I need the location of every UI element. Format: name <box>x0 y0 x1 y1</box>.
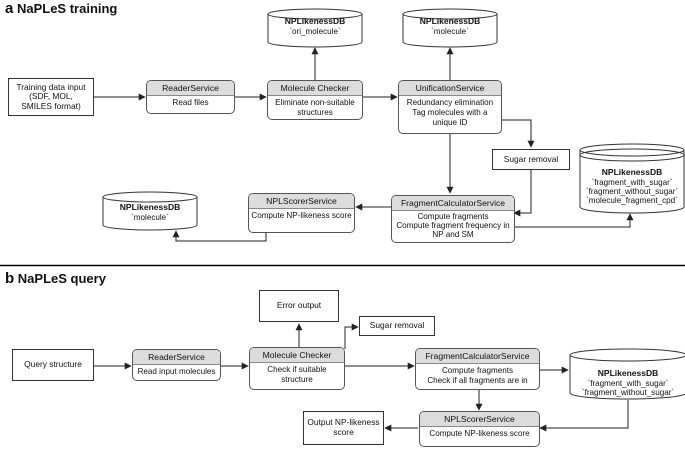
query-fragment-calculator-service: FragmentCalculatorService Compute fragme… <box>415 348 540 390</box>
training-reader-service: ReaderService Read files <box>146 80 235 114</box>
db-ori-table: `ori_molecule` <box>289 26 341 36</box>
query-sugar-removal-box: Sugar removal <box>359 316 435 336</box>
training-reader-header: ReaderService <box>147 81 234 96</box>
query-reader-service: ReaderService Read input molecules <box>132 349 221 381</box>
training-fragment-body: Compute fragments Compute fragment frequ… <box>392 211 514 240</box>
training-fragment-header: FragmentCalculatorService <box>392 196 514 211</box>
training-unification-service: UnificationService Redundancy eliminatio… <box>398 80 502 134</box>
query-checker-body-line-2: structure <box>281 374 313 384</box>
training-checker-header: Molecule Checker <box>268 81 362 96</box>
db-out-cylinder-body <box>102 197 198 231</box>
training-fragment-body-line-3: NP and SM <box>432 229 474 239</box>
query-title-text: NaPLeS query <box>17 271 106 286</box>
query-fragment-body: Compute fragments Check if all fragments… <box>416 364 539 386</box>
training-unification-header: UnificationService <box>399 81 501 96</box>
db-query-name: NPLikenessDB <box>597 368 659 378</box>
db-out-cylinder-top <box>102 191 198 203</box>
training-sugar-removal-label: Sugar removal <box>503 153 559 164</box>
training-scorer-header: NPLScorerService <box>249 194 354 209</box>
training-molecule-checker: Molecule Checker Eliminate non-suitable … <box>267 80 363 120</box>
db-frag-cylinder-body <box>579 150 685 214</box>
db-frag-table-1: `fragment_with_sugar` <box>591 177 673 187</box>
query-error-output-label: Error output <box>276 300 322 311</box>
db-frag-table-3: `molecule_fragment_cpd` <box>586 195 678 205</box>
db-mol-cylinder-body <box>402 14 498 48</box>
training-checker-body-line-1: Eliminate non-suitable <box>275 98 355 107</box>
query-checker-body-line-1: Check if suitable <box>267 365 327 374</box>
training-checker-body-line-2: structures <box>297 107 333 117</box>
query-fragment-body-line-1: Compute fragments <box>441 366 514 375</box>
db-ori-cylinder-body <box>267 14 363 48</box>
query-sugar-removal-label: Sugar removal <box>369 320 425 331</box>
db-query-fragments: NPLikenessDB `fragment_with_sugar` `frag… <box>570 368 685 397</box>
db-query-table-2: `fragment_without_sugar` <box>581 387 675 397</box>
query-title: b NaPLeS query <box>5 270 106 287</box>
training-unification-body-line-2: Tag molecules with a <box>412 107 488 117</box>
query-reader-body: Read input molecules <box>137 367 216 376</box>
db-query-cylinder-top <box>569 348 685 362</box>
db-mol-cylinder-top <box>402 8 498 20</box>
db-frag-table-2: `fragment_without_sugar` <box>585 186 679 196</box>
training-fragment-body-line-2: Compute fragment frequency in <box>396 220 510 230</box>
training-scorer-body: Compute NP-likeness score <box>251 211 352 220</box>
db-query-cylinder-body <box>569 355 685 400</box>
training-title: a NaPLeS training <box>5 0 117 17</box>
db-out-table: `molecule` <box>131 212 169 222</box>
training-unification-body: Redundancy elimination Tag molecules wit… <box>399 96 501 128</box>
db-ori-cylinder-top <box>267 8 363 20</box>
query-molecule-checker: Molecule Checker Check if suitable struc… <box>249 347 345 390</box>
db-frag-name: NPLikenessDB <box>601 167 663 177</box>
training-input-line-1: Training data input <box>16 81 86 92</box>
db-ori-molecule: NPLikenessDB `ori_molecule` <box>268 16 362 36</box>
db-fragments: NPLikenessDB `fragment_with_sugar` `frag… <box>580 167 684 205</box>
db-frag-cylinder-top <box>579 143 685 157</box>
training-unification-body-line-3: unique ID <box>432 117 468 127</box>
training-unification-body-line-1: Redundancy elimination <box>406 98 494 107</box>
training-sugar-removal-box: Sugar removal <box>492 149 570 170</box>
training-fragment-body-line-1: Compute fragments <box>417 212 489 221</box>
training-input-box: Training data input (SDF, MOL, SMILES fo… <box>8 78 94 116</box>
query-scorer-body: Compute NP-likeness score <box>429 429 530 438</box>
db-molecule: NPLikenessDB `molecule` <box>403 16 497 36</box>
training-reader-body: Read files <box>172 98 209 107</box>
db-out-name: NPLikenessDB <box>119 202 181 212</box>
query-nplscorer-service: NPLScorerService Compute NP-likeness sco… <box>419 411 540 447</box>
query-title-letter: b <box>5 270 15 287</box>
training-fragment-calculator-service: FragmentCalculatorService Compute fragme… <box>391 195 515 243</box>
db-output-molecule: NPLikenessDB `molecule` <box>103 202 197 222</box>
query-checker-header: Molecule Checker <box>250 348 344 363</box>
query-input-label: Query structure <box>24 359 82 370</box>
query-output-box: Output NP-likeness score <box>303 411 384 445</box>
query-reader-header: ReaderService <box>133 350 220 365</box>
query-scorer-header: NPLScorerService <box>420 412 539 427</box>
db-mol-table: `molecule` <box>431 26 469 36</box>
query-output-line-2: score <box>333 427 354 437</box>
training-nplscorer-service: NPLScorerService Compute NP-likeness sco… <box>248 193 355 233</box>
training-input-line-2: (SDF, MOL, <box>29 91 73 102</box>
query-fragment-body-line-2: Check if all fragments are in <box>427 375 528 385</box>
db-ori-name: NPLikenessDB <box>284 16 346 26</box>
query-fragment-header: FragmentCalculatorService <box>416 349 539 364</box>
db-mol-name: NPLikenessDB <box>419 16 481 26</box>
query-input-box: Query structure <box>12 349 94 381</box>
training-input-line-3: SMILES format) <box>21 100 81 111</box>
training-title-letter: a <box>5 0 14 17</box>
db-query-table-1: `fragment_with_sugar` <box>587 378 669 388</box>
training-title-text: NaPLeS training <box>16 1 118 16</box>
query-error-output-box: Error output <box>259 290 339 322</box>
query-checker-body: Check if suitable structure <box>250 363 344 385</box>
training-checker-body: Eliminate non-suitable structures <box>268 96 362 118</box>
query-output-line-1: Output NP-likeness <box>307 417 380 428</box>
